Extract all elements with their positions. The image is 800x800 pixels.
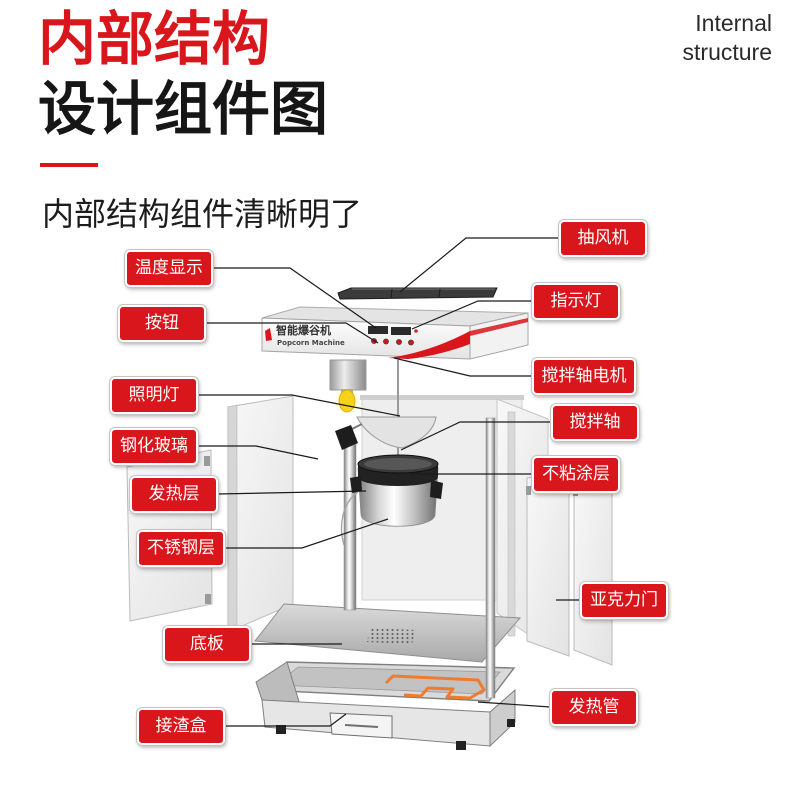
page-title-red: 内部结构	[38, 5, 271, 73]
head-side-red-stripe	[470, 318, 528, 336]
control-button-3	[396, 339, 402, 345]
callout-heating-tube: 发热管	[550, 689, 638, 726]
foot-right	[456, 741, 466, 750]
exhaust-fan-seam-2	[438, 288, 441, 298]
timer-display-screen	[391, 327, 411, 335]
leader-line-stir-motor	[393, 357, 532, 377]
crumb-tray-handle	[344, 724, 379, 728]
callout-base-plate: 底板	[163, 626, 251, 663]
leader-line-exhaust-fan	[399, 237, 559, 293]
base-right-side	[489, 688, 516, 748]
control-button-4	[408, 339, 414, 346]
temperature-display-screen	[368, 326, 388, 334]
kettle-power-cord	[340, 491, 359, 546]
callout-heating-layer: 发热层	[130, 476, 218, 513]
lighting-lamp-bulb	[338, 389, 356, 413]
page-title-english-line-1: Internal	[695, 10, 772, 36]
callout-exhaust-fan: 抽风机	[559, 220, 647, 257]
title-divider	[40, 163, 98, 167]
right-door-hinge-inner	[526, 486, 531, 495]
kettle-handle	[335, 425, 358, 450]
tempered-glass-edge	[227, 404, 238, 633]
right-support-post	[485, 417, 496, 699]
page-title-english-line-2: structure	[682, 39, 772, 65]
leader-line-temperature-display	[213, 267, 377, 329]
kettle-lid	[356, 416, 437, 449]
leader-line-tempered-glass	[198, 445, 319, 460]
leader-line-button	[206, 322, 379, 344]
leader-line-lighting-lamp	[198, 394, 401, 417]
leader-line-indicator-light	[411, 300, 532, 330]
left-door-hinge-top	[204, 456, 210, 466]
tempered-glass-panel	[227, 395, 294, 633]
callout-lighting-lamp: 照明灯	[110, 377, 198, 414]
foot-back	[507, 719, 515, 727]
kettle-lid-hinge-rod	[351, 423, 363, 430]
brand-name-en: Popcorn Machine	[277, 339, 345, 347]
callout-indicator-light: 指示灯	[532, 283, 620, 320]
head-red-swoosh	[388, 331, 470, 359]
callout-stainless-layer: 不锈钢层	[137, 530, 225, 567]
callout-temperature-display: 温度显示	[125, 250, 213, 287]
callout-button: 按钮	[118, 305, 206, 342]
leader-line-crumb-tray	[225, 713, 347, 727]
control-button-2	[383, 338, 389, 345]
callout-crumb-tray: 接渣盒	[137, 708, 225, 745]
back-panel-top-rail	[360, 395, 524, 400]
indicator-light-dot	[414, 329, 418, 333]
callout-stir-motor: 搅拌轴电机	[532, 358, 636, 395]
leader-line-heating-layer	[217, 490, 367, 495]
kettle-right-ear	[430, 480, 443, 499]
callout-nonstick-coating: 不粘涂层	[532, 456, 620, 493]
right-acrylic-door-outer	[573, 469, 613, 666]
exhaust-fan-seam-1	[390, 288, 393, 299]
brand-logo-mark	[265, 328, 272, 341]
stir-motor-housing	[329, 359, 367, 391]
right-glass-frame-bar	[507, 411, 516, 637]
page-title-black: 设计组件图	[38, 75, 329, 143]
left-door-hinge-bottom	[205, 594, 211, 604]
leader-line-stir-shaft	[400, 421, 551, 451]
page-subtitle: 内部结构组件清晰明了	[42, 195, 363, 233]
leader-line-heating-tube	[477, 701, 551, 708]
kettle-left-ear	[350, 476, 362, 493]
callout-stir-shaft: 搅拌轴	[551, 404, 639, 441]
left-support-post	[343, 437, 357, 611]
brand-name-cn: 智能爆谷机	[276, 323, 331, 337]
right-acrylic-door-inner	[526, 470, 570, 657]
kettle-nonstick-interior	[364, 458, 432, 470]
base-plate-vent-holes	[367, 628, 415, 644]
callout-acrylic-door: 亚克力门	[580, 582, 668, 619]
page-title-english: Internal structure	[683, 9, 772, 67]
callout-tempered-glass: 钢化玻璃	[110, 428, 198, 465]
foot-left	[276, 725, 286, 734]
heating-tube	[384, 674, 486, 700]
exhaust-fan-plate	[337, 287, 498, 300]
leader-line-stainless-layer	[225, 518, 389, 549]
